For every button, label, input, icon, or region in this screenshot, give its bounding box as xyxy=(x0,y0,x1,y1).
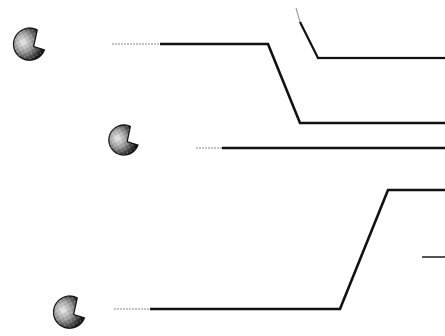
connector-upper xyxy=(160,44,445,123)
connector-top-main xyxy=(300,22,445,58)
node-bottom-left xyxy=(48,292,89,334)
connector-top xyxy=(296,8,300,22)
connectors xyxy=(112,8,445,309)
node-middle-left xyxy=(104,121,142,160)
connector-lower xyxy=(150,190,445,309)
node-top-left xyxy=(8,24,49,66)
